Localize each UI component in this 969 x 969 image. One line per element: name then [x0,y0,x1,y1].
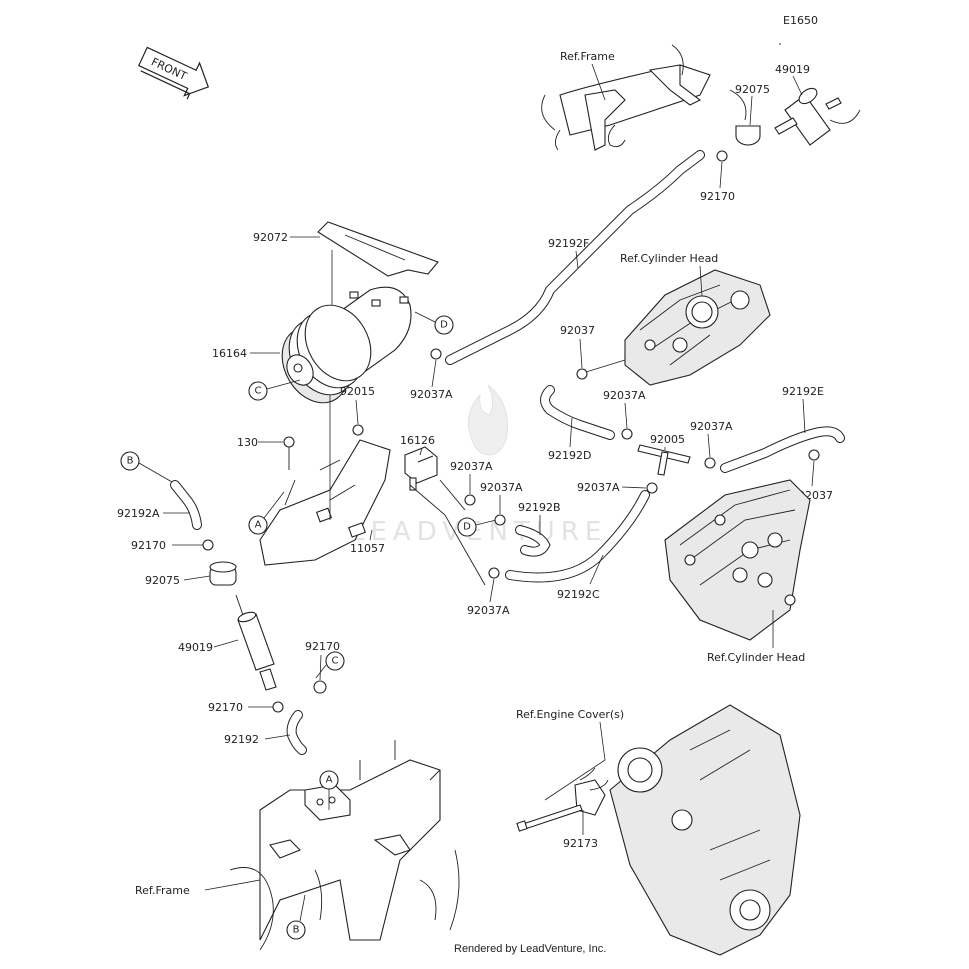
frame-top-right [541,43,861,151]
label-92037A-4: 92037A [603,389,646,402]
nut-92015 [352,424,364,436]
ref-cylinder-head-right: Ref.Cylinder Head [707,651,805,664]
clamp-92075-top [735,125,761,146]
label-16126: 16126 [400,434,435,447]
callout-d2: D [457,517,477,537]
bracket-92072 [317,221,439,277]
bolt-130 [283,436,295,470]
ref-engine-cover: Ref.Engine Cover(s) [516,708,624,721]
callout-a1: A [248,515,268,535]
label-92075-left: 92075 [145,574,180,587]
clamp-92037A-1 [430,348,442,360]
ref-frame-bottom: Ref.Frame [135,884,190,897]
label-92075-top: 92075 [735,83,770,96]
fuel-filter-top [774,87,842,146]
svg-text:C: C [255,386,262,397]
clamp-92037-a [576,368,588,380]
clamp-92037A-6 [488,567,500,579]
plate-11057 [259,439,391,566]
cylinder-head-top [624,269,771,386]
label-16164: 16164 [212,347,247,360]
svg-text:D: D [440,320,448,331]
label-92005: 92005 [650,433,685,446]
svg-text:A: A [255,520,262,531]
label-92037A-1: 92037A [410,388,453,401]
callout-a2: A [319,770,339,790]
hose-92192B [515,525,551,557]
svg-text:D: D [463,522,471,533]
label-92173: 92173 [563,837,598,850]
clamp-92075-left [209,561,237,586]
label-92072: 92072 [253,231,288,244]
clamp-92037A-2 [464,494,476,506]
svg-text:C: C [332,656,339,667]
label-92037A-3: 92037A [480,481,523,494]
clamp-92037A-4 [621,428,633,440]
callout-c1: C [248,381,268,401]
tee-fitting-92005 [637,444,691,476]
hose-92192F [445,150,705,365]
label-92192E: 92192E [782,385,824,398]
hose-92192E [720,426,845,473]
ref-cylinder-head-top: Ref.Cylinder Head [620,252,718,265]
label-92192D: 92192D [548,449,591,462]
cylinder-head-right [664,479,811,641]
callout-b1: B [120,451,140,471]
footer-credit: Rendered by LeadVenture, Inc. [454,943,606,955]
clip-92170-l3 [272,701,284,713]
clamp-92037A-7 [704,457,716,469]
hose-92192D [540,385,615,440]
label-130: 130 [237,436,258,449]
watermark-text: LEADVENTURE [350,517,607,547]
callout-d1: D [434,315,454,335]
label-92037A-2: 92037A [450,460,493,473]
callout-c2: C [325,651,345,671]
label-92037A-5: 92037A [577,481,620,494]
diagram-id: E1650 [783,14,818,27]
frame-bottom [229,740,460,951]
engine-cover [609,704,801,956]
front-arrow: FRONT [137,46,210,100]
label-49019-top: 49019 [775,63,810,76]
clamp-92037A-5 [646,482,658,494]
label-92170-l3: 92170 [208,701,243,714]
clip-92170-l1 [202,539,214,551]
hose-92192 [286,710,307,755]
watermark: LEADVENTURE [350,384,607,547]
label-92192: 92192 [224,733,259,746]
label-92170-top: 92170 [700,190,735,203]
label-92015: 92015 [340,385,375,398]
label-92192C: 92192C [557,588,600,601]
label-92170-l2: 92170 [305,640,340,653]
clip-92170-top [716,150,728,162]
svg-text:B: B [293,925,300,936]
label-92170-l1: 92170 [131,539,166,552]
label-49019-left: 49019 [178,641,213,654]
hose-92192C [505,490,650,583]
callout-b2: B [286,920,306,940]
label-92037-a: 92037 [560,324,595,337]
fuel-filter-left [235,594,277,691]
canister-16164 [281,286,412,404]
ref-frame-top: Ref.Frame [560,50,615,63]
svg-text:A: A [326,775,333,786]
label-92037A-6: 92037A [467,604,510,617]
label-92192A: 92192A [117,507,160,520]
svg-text:B: B [127,456,134,467]
valve-16126 [404,446,438,491]
clip-92170-l2 [313,680,327,694]
clamp-92037-b [808,449,820,461]
bolt-92173 [516,804,583,832]
label-11057: 11057 [350,542,385,555]
label-92037A-7: 92037A [690,420,733,433]
hose-92192A [170,480,202,530]
clamp-92037A-3 [494,514,506,526]
label-92192F: 92192F [548,237,589,250]
label-92192B: 92192B [518,501,561,514]
